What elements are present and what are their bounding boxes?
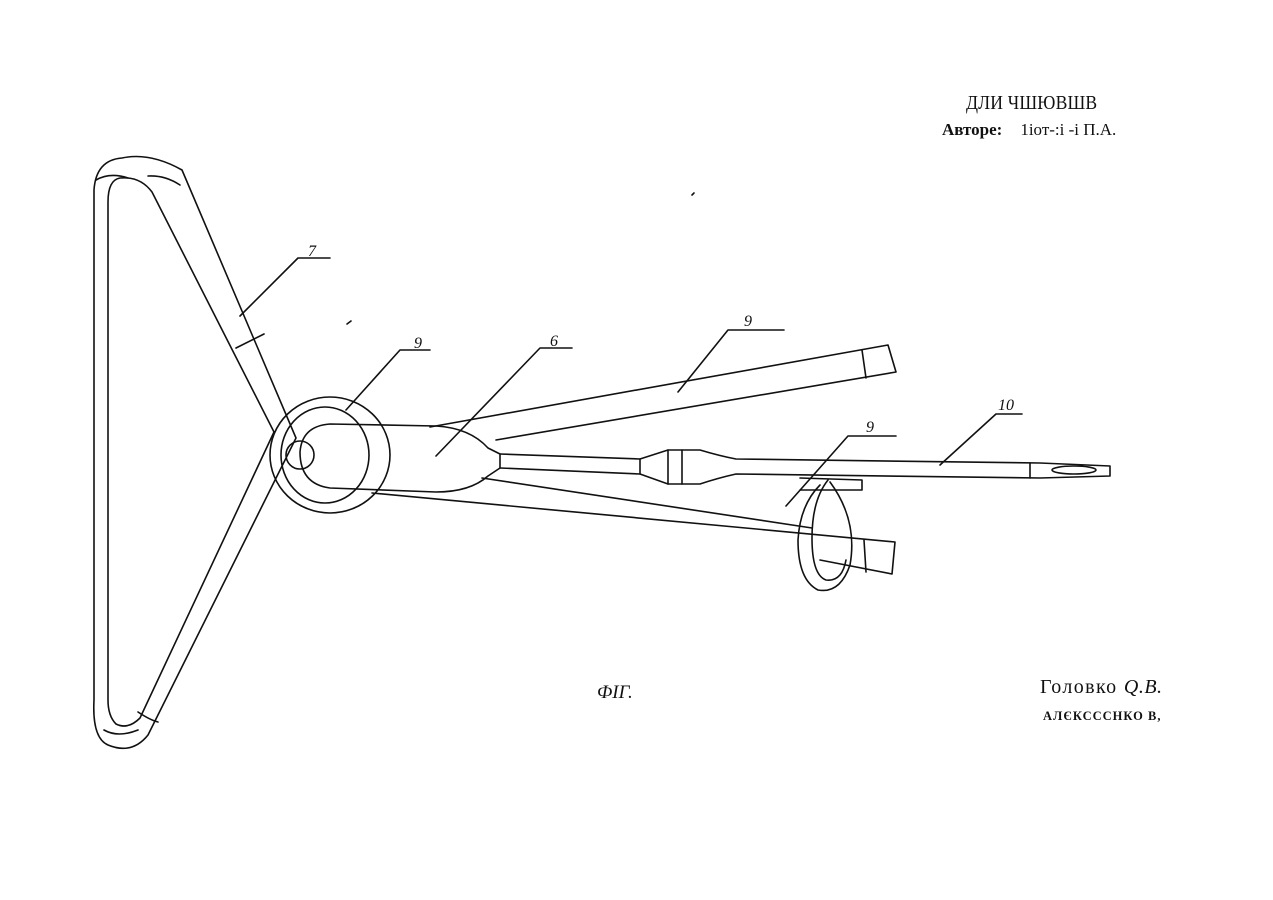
leader-9-upper (678, 330, 784, 392)
upper-arm (430, 345, 896, 440)
author-line-2: АЛЄКСССНКО В, (1043, 709, 1161, 724)
author-line-1: Головко Q.B. (1040, 676, 1163, 699)
leader-10 (940, 414, 1022, 465)
label-7: 7 (308, 243, 317, 260)
leader-9-lower (786, 436, 896, 506)
hook-loop (798, 482, 852, 590)
label-9-hub: 9 (414, 335, 422, 352)
leader-7 (240, 258, 330, 316)
author-initials: Q.B. (1124, 676, 1163, 698)
leader-9-hub (346, 350, 430, 410)
author-name: Головко (1040, 676, 1124, 698)
handle-frame-outer (94, 157, 296, 749)
label-9-upper: 9 (744, 313, 752, 330)
body-6 (300, 424, 500, 492)
label-9-lower: 9 (866, 419, 874, 436)
leader-6 (436, 348, 572, 456)
label-6: 6 (550, 333, 558, 350)
label-10: 10 (998, 397, 1014, 414)
figure-caption: ФІГ. (597, 682, 633, 704)
handle-frame-inner (108, 178, 274, 726)
